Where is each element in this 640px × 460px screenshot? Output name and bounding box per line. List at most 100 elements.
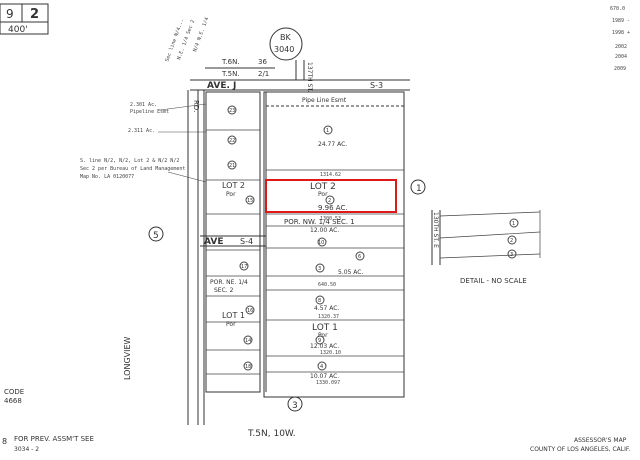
code-box: CODE 4668 <box>4 388 24 405</box>
svg-text:1300.53: 1300.53 <box>320 216 341 222</box>
svg-text:LONGVIEW: LONGVIEW <box>123 336 132 380</box>
svg-text:1989 -: 1989 - <box>612 18 630 24</box>
svg-text:LOT 1: LOT 1 <box>312 323 338 333</box>
svg-text:Por: Por <box>226 191 236 198</box>
svg-text:1: 1 <box>416 184 422 194</box>
pipe-line-easement: Pipe Line Esmt <box>266 97 404 107</box>
svg-text:130TH ST. E: 130TH ST. E <box>432 212 439 248</box>
svg-text:POR. NW. 1/4 SEC. 1: POR. NW. 1/4 SEC. 1 <box>284 218 355 226</box>
bureau-note: S. line N/2, N/2, Lot 2 & N/2 N/2 Sec 2 … <box>80 102 207 183</box>
svg-text:670.0: 670.0 <box>610 6 625 12</box>
svg-text:3: 3 <box>510 252 513 258</box>
ave-s4: AVE S-4 <box>200 235 266 247</box>
ave-j: AVE. J S-3 <box>190 79 410 91</box>
highlighted-parcel[interactable] <box>265 179 397 213</box>
svg-text:18: 18 <box>245 364 251 370</box>
township-bottom: T.5N, 10W. <box>247 429 296 439</box>
main-parcel-outline <box>205 91 405 398</box>
svg-text:1320.10: 1320.10 <box>320 350 341 356</box>
svg-text:4668: 4668 <box>4 397 22 405</box>
svg-text:2.301 Ac.: 2.301 Ac. <box>130 102 157 108</box>
map-number-box: 9 2 400' <box>0 3 49 35</box>
svg-text:SEC. 2: SEC. 2 <box>214 287 234 294</box>
svg-text:BK: BK <box>280 33 291 42</box>
svg-text:1: 1 <box>512 221 515 227</box>
svg-text:9: 9 <box>318 338 321 344</box>
parcel-numbers-center: 1 2 10 6 3 8 9 4 <box>315 125 365 371</box>
dimension-labels: 1314.62 1300.53 640.50 1320.37 1320.10 1… <box>316 172 341 386</box>
svg-text:22: 22 <box>229 138 235 144</box>
svg-text:12.00 AC.: 12.00 AC. <box>310 227 339 234</box>
parcel-numbers-left: 23 22 21 15 17 16 14 18 <box>227 105 255 371</box>
map-scale: 400' <box>8 25 28 35</box>
svg-text:10: 10 <box>318 240 324 246</box>
svg-text:S-4: S-4 <box>240 237 253 246</box>
svg-text:S-3: S-3 <box>370 81 383 90</box>
svg-text:Por: Por <box>318 191 328 198</box>
svg-text:6: 6 <box>358 254 361 260</box>
svg-text:1: 1 <box>326 128 329 134</box>
svg-text:Pipe Line Esmt: Pipe Line Esmt <box>302 97 347 104</box>
svg-text:2.311 Ac.: 2.311 Ac. <box>128 128 155 134</box>
svg-text:2: 2 <box>510 238 513 244</box>
svg-text:4.57 AC.: 4.57 AC. <box>314 305 339 312</box>
svg-text:8: 8 <box>318 298 321 304</box>
svg-text:2004: 2004 <box>615 54 627 60</box>
svg-text:640.50: 640.50 <box>318 282 336 288</box>
svg-text:4: 4 <box>320 364 323 370</box>
detail-inset: 130TH ST. E 1 2 3 DETAIL - NO SCALE <box>431 210 541 285</box>
svg-text:ASSESSOR'S MAP: ASSESSOR'S MAP <box>574 437 627 444</box>
svg-text:2: 2 <box>328 198 331 204</box>
svg-text:3: 3 <box>292 401 298 411</box>
svg-text:14: 14 <box>245 338 251 344</box>
svg-text:1998 +: 1998 + <box>612 30 630 36</box>
lot-labels: LOT 2 Por LOT 2 Por 9.96 AC. POR. NW. 1/… <box>210 181 355 339</box>
svg-text:12.03 AC.: 12.03 AC. <box>310 343 339 350</box>
svg-text:T.6N.: T.6N. <box>221 58 240 66</box>
svg-text:5: 5 <box>153 231 159 241</box>
svg-text:15: 15 <box>247 198 253 204</box>
svg-text:Pipeline Esmt: Pipeline Esmt <box>130 109 169 115</box>
svg-text:1330.097: 1330.097 <box>316 380 340 386</box>
svg-text:CODE: CODE <box>4 388 24 396</box>
svg-text:1320.37: 1320.37 <box>318 314 339 320</box>
svg-text:LOT 1: LOT 1 <box>222 311 245 320</box>
street-137th: 137TH ST. <box>295 60 313 92</box>
svg-text:Por: Por <box>226 321 236 328</box>
svg-text:LOT 2: LOT 2 <box>310 182 336 192</box>
svg-text:17: 17 <box>241 264 247 270</box>
svg-text:COUNTY OF LOS ANGELES, CALIF.: COUNTY OF LOS ANGELES, CALIF. <box>530 446 630 453</box>
township-top: T.6N. 36 T.5N. 2/1 <box>205 58 275 78</box>
svg-text:3: 3 <box>318 266 321 272</box>
svg-text:137TH ST.: 137TH ST. <box>306 62 313 92</box>
svg-text:23: 23 <box>229 108 235 114</box>
svg-text:AVE. J: AVE. J <box>207 81 236 91</box>
map-number: 2 <box>30 7 39 22</box>
svg-text:Sec 2 per Bureau of Land Manag: Sec 2 per Bureau of Land Management <box>80 166 185 172</box>
svg-text:5.05 AC.: 5.05 AC. <box>338 269 363 276</box>
svg-text:36: 36 <box>258 58 267 66</box>
svg-text:10.07 AC.: 10.07 AC. <box>310 373 339 380</box>
svg-text:3040: 3040 <box>274 45 294 54</box>
svg-text:AVE: AVE <box>204 237 223 247</box>
svg-text:2/1: 2/1 <box>258 70 269 78</box>
svg-text:24.77 AC.: 24.77 AC. <box>318 141 347 148</box>
longview-road: RD. LONGVIEW <box>123 90 205 425</box>
svg-text:3034 - 2: 3034 - 2 <box>14 446 39 453</box>
svg-text:8: 8 <box>2 437 7 446</box>
svg-text:9.96 AC.: 9.96 AC. <box>318 204 348 212</box>
footer: 8 FOR PREV. ASSM'T SEE 3034 - 2 ASSESSOR… <box>2 435 630 453</box>
book-number: BK 3040 <box>269 27 303 61</box>
svg-text:RD.: RD. <box>192 100 200 112</box>
svg-text:T.5N.: T.5N. <box>221 70 240 78</box>
svg-text:21: 21 <box>229 163 235 169</box>
adjacent-map-refs: 5 1 3 <box>148 179 426 412</box>
acreage-labels: 24.77 AC. 12.00 AC. 5.05 AC. 4.57 AC. 12… <box>310 141 363 380</box>
svg-text:FOR PREV. ASSM'T SEE: FOR PREV. ASSM'T SEE <box>14 435 94 443</box>
svg-text:9: 9 <box>6 7 14 21</box>
svg-text:1314.62: 1314.62 <box>320 172 341 178</box>
svg-text:Map No. LA 0120077: Map No. LA 0120077 <box>80 174 134 180</box>
svg-text:2002: 2002 <box>615 44 627 50</box>
svg-text:LOT 2: LOT 2 <box>222 181 245 190</box>
